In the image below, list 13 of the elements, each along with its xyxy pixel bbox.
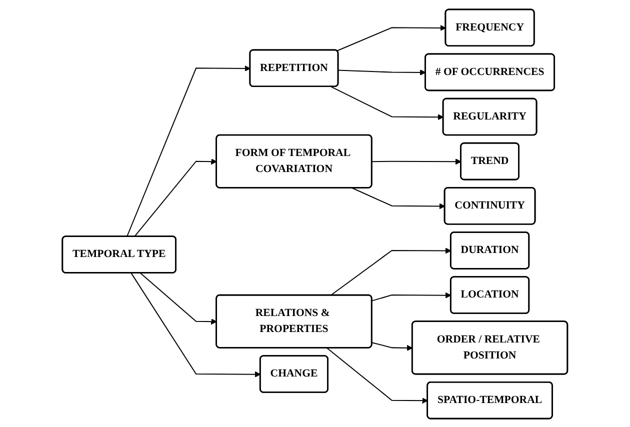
arrow [326, 347, 428, 404]
arrow [126, 64, 251, 236]
arrow [372, 158, 462, 164]
arrow [330, 247, 452, 296]
arrow [336, 24, 446, 51]
arrow [338, 69, 426, 75]
arrow [130, 272, 261, 377]
arrow [372, 342, 413, 350]
arrow [372, 292, 452, 301]
arrow [330, 86, 444, 120]
arrow [134, 158, 217, 236]
arrow [352, 187, 446, 209]
arrow [140, 272, 217, 324]
